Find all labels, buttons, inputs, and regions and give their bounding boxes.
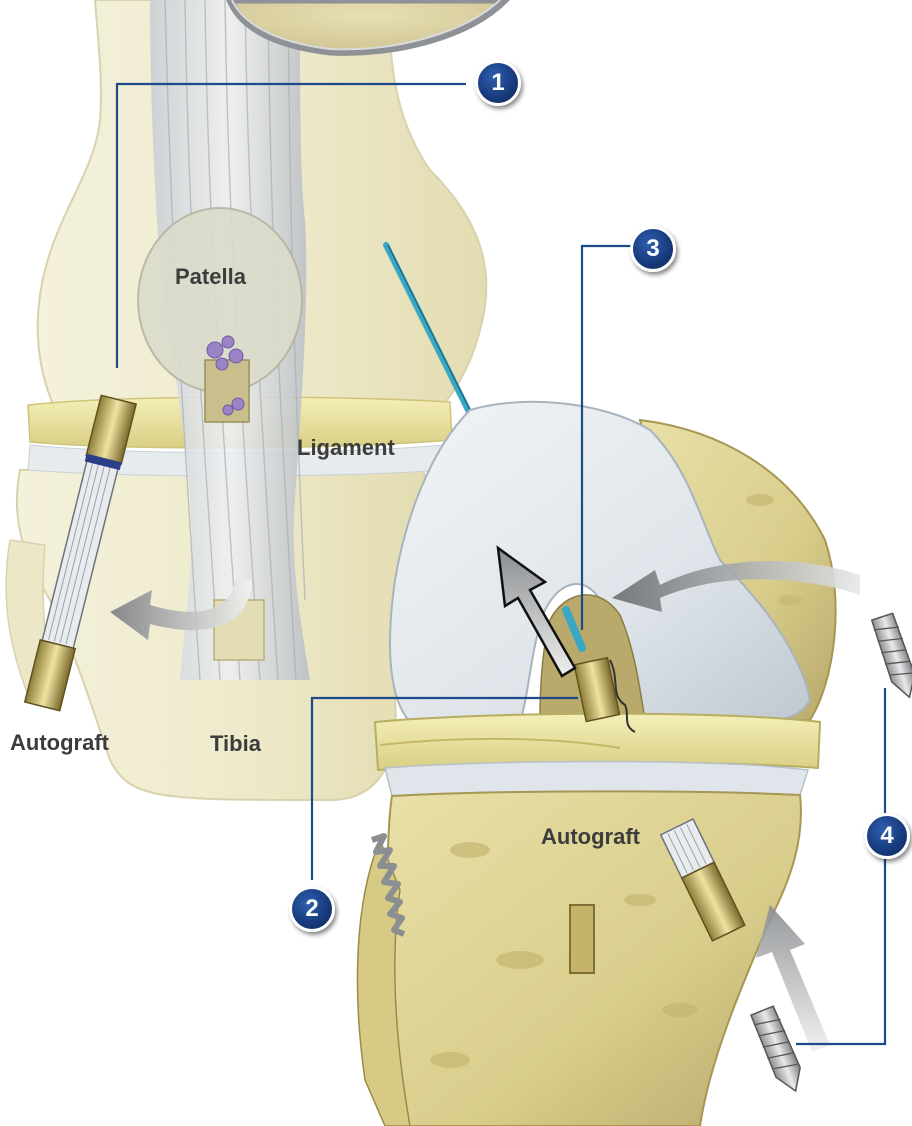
label-patella: Patella bbox=[175, 266, 246, 288]
flexed-knee-view bbox=[357, 402, 912, 1126]
label-ligament: Ligament bbox=[297, 437, 395, 459]
step-badge-4: 4 bbox=[864, 813, 910, 859]
label-autograft-left: Autograft bbox=[10, 732, 109, 754]
interference-screw-top bbox=[871, 613, 912, 702]
tibial-tunnel bbox=[570, 905, 594, 973]
label-autograft-right: Autograft bbox=[541, 826, 640, 848]
step-badge-2: 2 bbox=[289, 886, 335, 932]
step-badge-1: 1 bbox=[475, 60, 521, 106]
label-tibia: Tibia bbox=[210, 733, 261, 755]
step-badge-3: 3 bbox=[630, 226, 676, 272]
